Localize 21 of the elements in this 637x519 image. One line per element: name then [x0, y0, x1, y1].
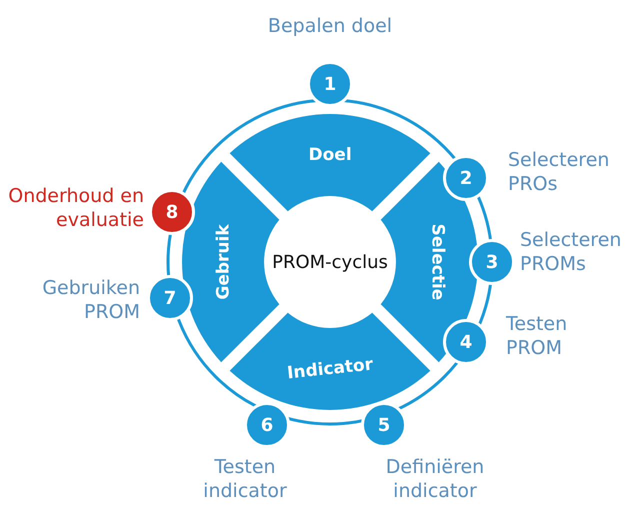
step-number: 8 [149, 189, 195, 235]
step-number: 4 [443, 319, 489, 365]
segment-label: Selectie [426, 224, 447, 300]
step-number: 5 [361, 402, 407, 448]
step-label: Gebruiken PROM [41, 276, 140, 324]
step-number: 6 [244, 402, 290, 448]
cycle-title: PROM-cyclus [272, 252, 388, 272]
segment-label: Indicator [286, 354, 374, 384]
step-number: 2 [443, 155, 489, 201]
step-label: Selecteren PROs [508, 148, 610, 196]
step-number: 7 [147, 275, 193, 321]
step-label: Testen PROM [506, 312, 568, 360]
step-label: Testen indicator [202, 455, 288, 503]
segment-label: Gebruik [213, 224, 234, 300]
step-number: 1 [307, 61, 353, 107]
step-number: 3 [469, 239, 515, 285]
step-label: Bepalen doel [266, 14, 394, 38]
step-label: Onderhoud en evaluatie [7, 184, 144, 232]
step-label: Definiëren indicator [384, 455, 486, 503]
segment-label: Doel [308, 145, 352, 165]
step-label: Selecteren PROMs [520, 228, 622, 276]
